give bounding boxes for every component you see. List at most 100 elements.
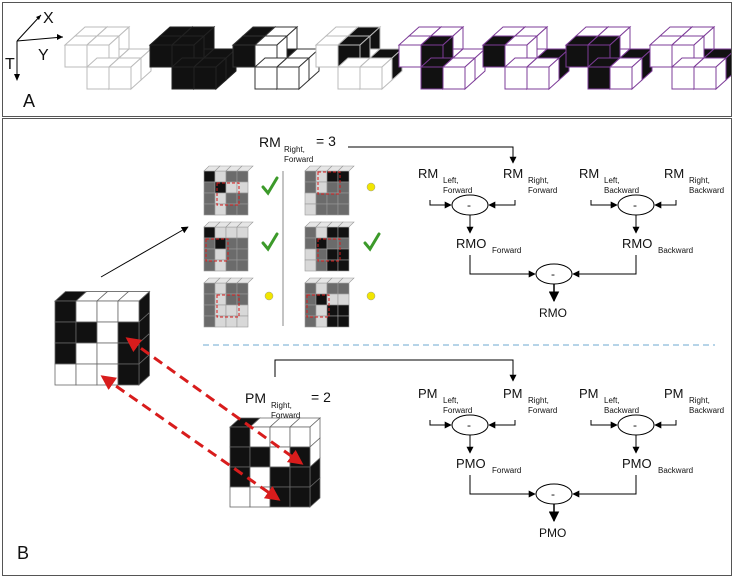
cube-cell xyxy=(326,192,339,205)
connector-arrow xyxy=(469,255,536,278)
rm-input-main: RM xyxy=(664,166,684,181)
cube-cell xyxy=(315,315,328,328)
selection-highlight xyxy=(317,171,341,195)
cube-cell xyxy=(203,304,216,317)
cube-cell xyxy=(304,259,317,272)
rm-eq-value: = 3 xyxy=(316,133,336,149)
large-cube-lower xyxy=(228,417,322,508)
rm-input-sub: Backward xyxy=(689,186,724,195)
dot-icon xyxy=(264,291,274,301)
cube-cell xyxy=(214,203,227,216)
rm-input-main: RM xyxy=(579,166,599,181)
selection-highlight xyxy=(317,238,341,262)
check-icon xyxy=(363,232,381,252)
axes-icon xyxy=(14,14,64,81)
panel-b-canvas: B RM Right, Forward = 3 PM Right, Forwar… xyxy=(17,133,724,563)
selection-highlight xyxy=(306,294,330,318)
cube-face xyxy=(64,44,88,68)
cube-cell xyxy=(214,248,227,261)
cube-cell xyxy=(203,170,216,183)
pm-input-sub: Backward xyxy=(604,406,639,415)
connector-arrow xyxy=(429,420,452,429)
cube-cell xyxy=(326,282,339,295)
rm-mid-main: RMO xyxy=(456,236,486,251)
rm-eq-main: RM xyxy=(259,134,281,150)
cube-cell xyxy=(214,315,227,328)
cube-cell xyxy=(289,426,311,448)
cube-cell xyxy=(236,237,249,250)
cube-cell xyxy=(225,304,238,317)
cube-face xyxy=(398,44,422,68)
rm-op-label: - xyxy=(467,198,471,212)
cube-cell xyxy=(214,259,227,272)
cube-top xyxy=(236,221,254,228)
cube-cell xyxy=(203,192,216,205)
cube-top xyxy=(337,165,355,172)
connector-arrow xyxy=(590,420,618,429)
pm-mid-sub: Forward xyxy=(492,466,521,475)
cube-set-8 xyxy=(648,25,731,91)
pm-input-sub: Left, xyxy=(604,396,620,405)
dot-icon xyxy=(366,182,376,192)
pm-mid-main: PMO xyxy=(456,456,486,471)
cube-cell xyxy=(337,226,350,239)
panel-b: B RM Right, Forward = 3 PM Right, Forwar… xyxy=(2,118,732,576)
comparison-cube xyxy=(304,277,355,328)
cube-top xyxy=(236,165,254,172)
cube-cell xyxy=(203,293,216,306)
cube-sets xyxy=(63,25,731,91)
cube-face xyxy=(609,66,633,90)
cube-cell xyxy=(203,226,216,239)
connector-arrow xyxy=(469,475,536,498)
rm-input-sub: Right, xyxy=(689,176,710,185)
cube-cell xyxy=(96,300,119,323)
rm-mid-sub: Forward xyxy=(492,246,521,255)
rm-op-label: - xyxy=(551,267,555,281)
cube-cell xyxy=(326,226,339,239)
cube-cell xyxy=(337,304,350,317)
comparison-cube xyxy=(304,221,355,272)
rm-mid-main: RMO xyxy=(622,236,652,251)
cube-face xyxy=(693,66,717,90)
pm-input-sub: Forward xyxy=(528,406,557,415)
cube-cell xyxy=(229,446,251,468)
cube-cell xyxy=(326,181,339,194)
cube-cell xyxy=(203,259,216,272)
axis-x-label: X xyxy=(43,10,54,27)
cube-face xyxy=(420,66,444,90)
selection-highlight xyxy=(205,238,229,262)
panel-a-canvas: X Y T A xyxy=(5,10,731,111)
rm-op-label: - xyxy=(633,198,637,212)
pm-mid-sub: Backward xyxy=(658,466,693,475)
connector-arrow xyxy=(590,200,618,209)
cube-cell xyxy=(304,237,317,250)
cube-cell xyxy=(304,315,317,328)
cube-cell xyxy=(315,293,328,306)
cube-cell xyxy=(304,192,317,205)
pm-op-label: - xyxy=(551,487,555,501)
pm-output: PMO xyxy=(539,526,566,540)
cube-cell xyxy=(236,203,249,216)
cube-cell xyxy=(229,426,251,448)
cube-face xyxy=(171,66,195,90)
panel-b-label: B xyxy=(17,543,29,563)
pm-input-sub: Backward xyxy=(689,406,724,415)
cube-face xyxy=(108,66,132,90)
cube-face xyxy=(254,66,278,90)
cube-cell xyxy=(315,192,328,205)
cube-face xyxy=(149,44,173,68)
cube-cell xyxy=(337,259,350,272)
connector-arrow xyxy=(572,255,637,278)
cube-face xyxy=(359,66,383,90)
check-icon xyxy=(261,232,279,252)
cube-face xyxy=(232,44,256,68)
rm-eq-sub1: Right, xyxy=(284,145,305,154)
cube-cell xyxy=(203,181,216,194)
cube-face xyxy=(649,44,673,68)
cube-cell xyxy=(54,321,77,344)
cube-cell xyxy=(337,293,350,306)
connector-arrow xyxy=(654,420,677,429)
pm-mid-main: PMO xyxy=(622,456,652,471)
cube-cell xyxy=(214,282,227,295)
cube-face xyxy=(504,66,528,90)
